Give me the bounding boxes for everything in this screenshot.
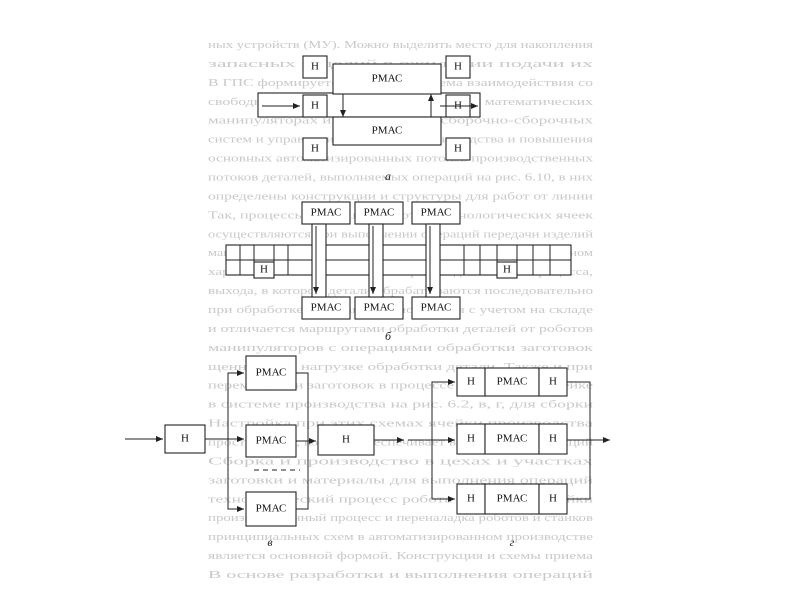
rmac-box (245, 424, 297, 458)
h-label: Н (549, 493, 557, 505)
caption-v: в (267, 535, 272, 549)
h-box (445, 137, 471, 161)
h-label: Н (549, 376, 557, 388)
h-box (456, 367, 486, 397)
h-label: Н (181, 433, 189, 445)
rmac-box (332, 116, 442, 146)
column (368, 223, 384, 298)
diagram-a: Н Н РМАС Н Н РМАС Н Н а (257, 55, 481, 183)
rmac-box (245, 355, 297, 391)
rmac-box (332, 63, 442, 95)
caption-b: б (385, 329, 392, 343)
rmac-label: РМАС (421, 302, 452, 314)
background-text-line: потоков деталей, выполняемых операций на… (208, 173, 594, 184)
h-label: Н (467, 376, 475, 388)
h-box (302, 55, 328, 79)
h-label: Н (467, 433, 475, 445)
background-text-line: манипуляторов с операциями обработки заг… (208, 343, 595, 354)
diagram-g: Н РМАС Н Н РМАС Н Н РМАС Н г (408, 367, 610, 549)
h-box (253, 261, 275, 279)
rmac-label: РМАС (311, 207, 342, 219)
h-label: Н (454, 143, 462, 155)
rmac-label: РМАС (364, 207, 395, 219)
h-box (302, 94, 328, 118)
background-text-line: щенные при нагрузке обработки детали. Та… (208, 362, 594, 373)
h-label: Н (467, 493, 475, 505)
background-text-line: перемещении заготовок в процессе обработ… (208, 381, 594, 392)
h-box (456, 423, 486, 455)
h-box (445, 55, 471, 79)
background-text-line: осуществляются при выполнении операций п… (208, 229, 594, 240)
caption-g: г (510, 535, 515, 549)
rmac-label: РМАС (256, 367, 287, 379)
background-text-line: технологический процесс робота и ГПМ для… (208, 494, 594, 505)
h-label: Н (260, 264, 268, 276)
background-text-line: Сборка и производство в цехах и участках (208, 456, 595, 467)
background-text-line: основных автоматизированных потоков прои… (208, 154, 594, 165)
rmac-label: РМАС (372, 125, 403, 137)
rmac-label: РМАС (256, 503, 287, 515)
background-text-line: В основе разработки и выполнения операци… (208, 570, 594, 581)
column (311, 223, 327, 298)
diagram-v: Н РМАС РМАС РМАС Н в (125, 355, 404, 549)
h-box (317, 424, 375, 456)
h-label: Н (311, 143, 319, 155)
background-text-line: принципиальных схем в автоматизированном… (208, 532, 593, 543)
background-text-line: является основной формой. Конструкция и … (208, 551, 594, 562)
rmac-label: РМАС (497, 376, 528, 388)
rmac-label: РМАС (497, 493, 528, 505)
h-label: Н (342, 434, 350, 446)
h-label: Н (503, 264, 511, 276)
rmac-box (484, 423, 540, 455)
background-text-line: пространство, которое обеспечивает выпол… (208, 438, 594, 449)
diagram-b: РМАС РМАС РМАС РМАС РМАС РМАС Н Н б (225, 201, 572, 343)
background-text-line: заготовки и материалы для выполнения опе… (208, 475, 594, 486)
background-text-line: Настройка при этих схемах ячейки произво… (208, 419, 594, 430)
background-text-line: производственный процесс и переналадка р… (208, 513, 593, 524)
h-box (538, 423, 568, 455)
h-label: Н (454, 61, 462, 73)
h-box (496, 261, 518, 279)
rmac-label: РМАС (364, 302, 395, 314)
background-text-line: определены конструкции и структуры для р… (208, 191, 594, 202)
rmac-box (245, 491, 297, 527)
background-text-line: выхода, в котором детали обрабатываются … (208, 286, 593, 297)
rmac-label: РМАС (256, 435, 287, 447)
h-label: Н (311, 100, 319, 112)
h-label: Н (549, 433, 557, 445)
rmac-label: РМАС (421, 207, 452, 219)
h-box (456, 483, 486, 515)
rmac-label: РМАС (372, 73, 403, 85)
h-box (302, 137, 328, 161)
background-text-line: и отличается маршрутами обработки детале… (208, 324, 593, 335)
h-label: Н (311, 61, 319, 73)
column (425, 223, 441, 298)
background-text-line: ных устройств (МУ). Можно выделить место… (208, 40, 593, 51)
caption-a: а (385, 169, 391, 183)
rmac-label: РМАС (497, 433, 528, 445)
rmac-label: РМАС (311, 302, 342, 314)
background-text-line: в системе производства на рис. 6.2, в, г… (208, 400, 594, 411)
